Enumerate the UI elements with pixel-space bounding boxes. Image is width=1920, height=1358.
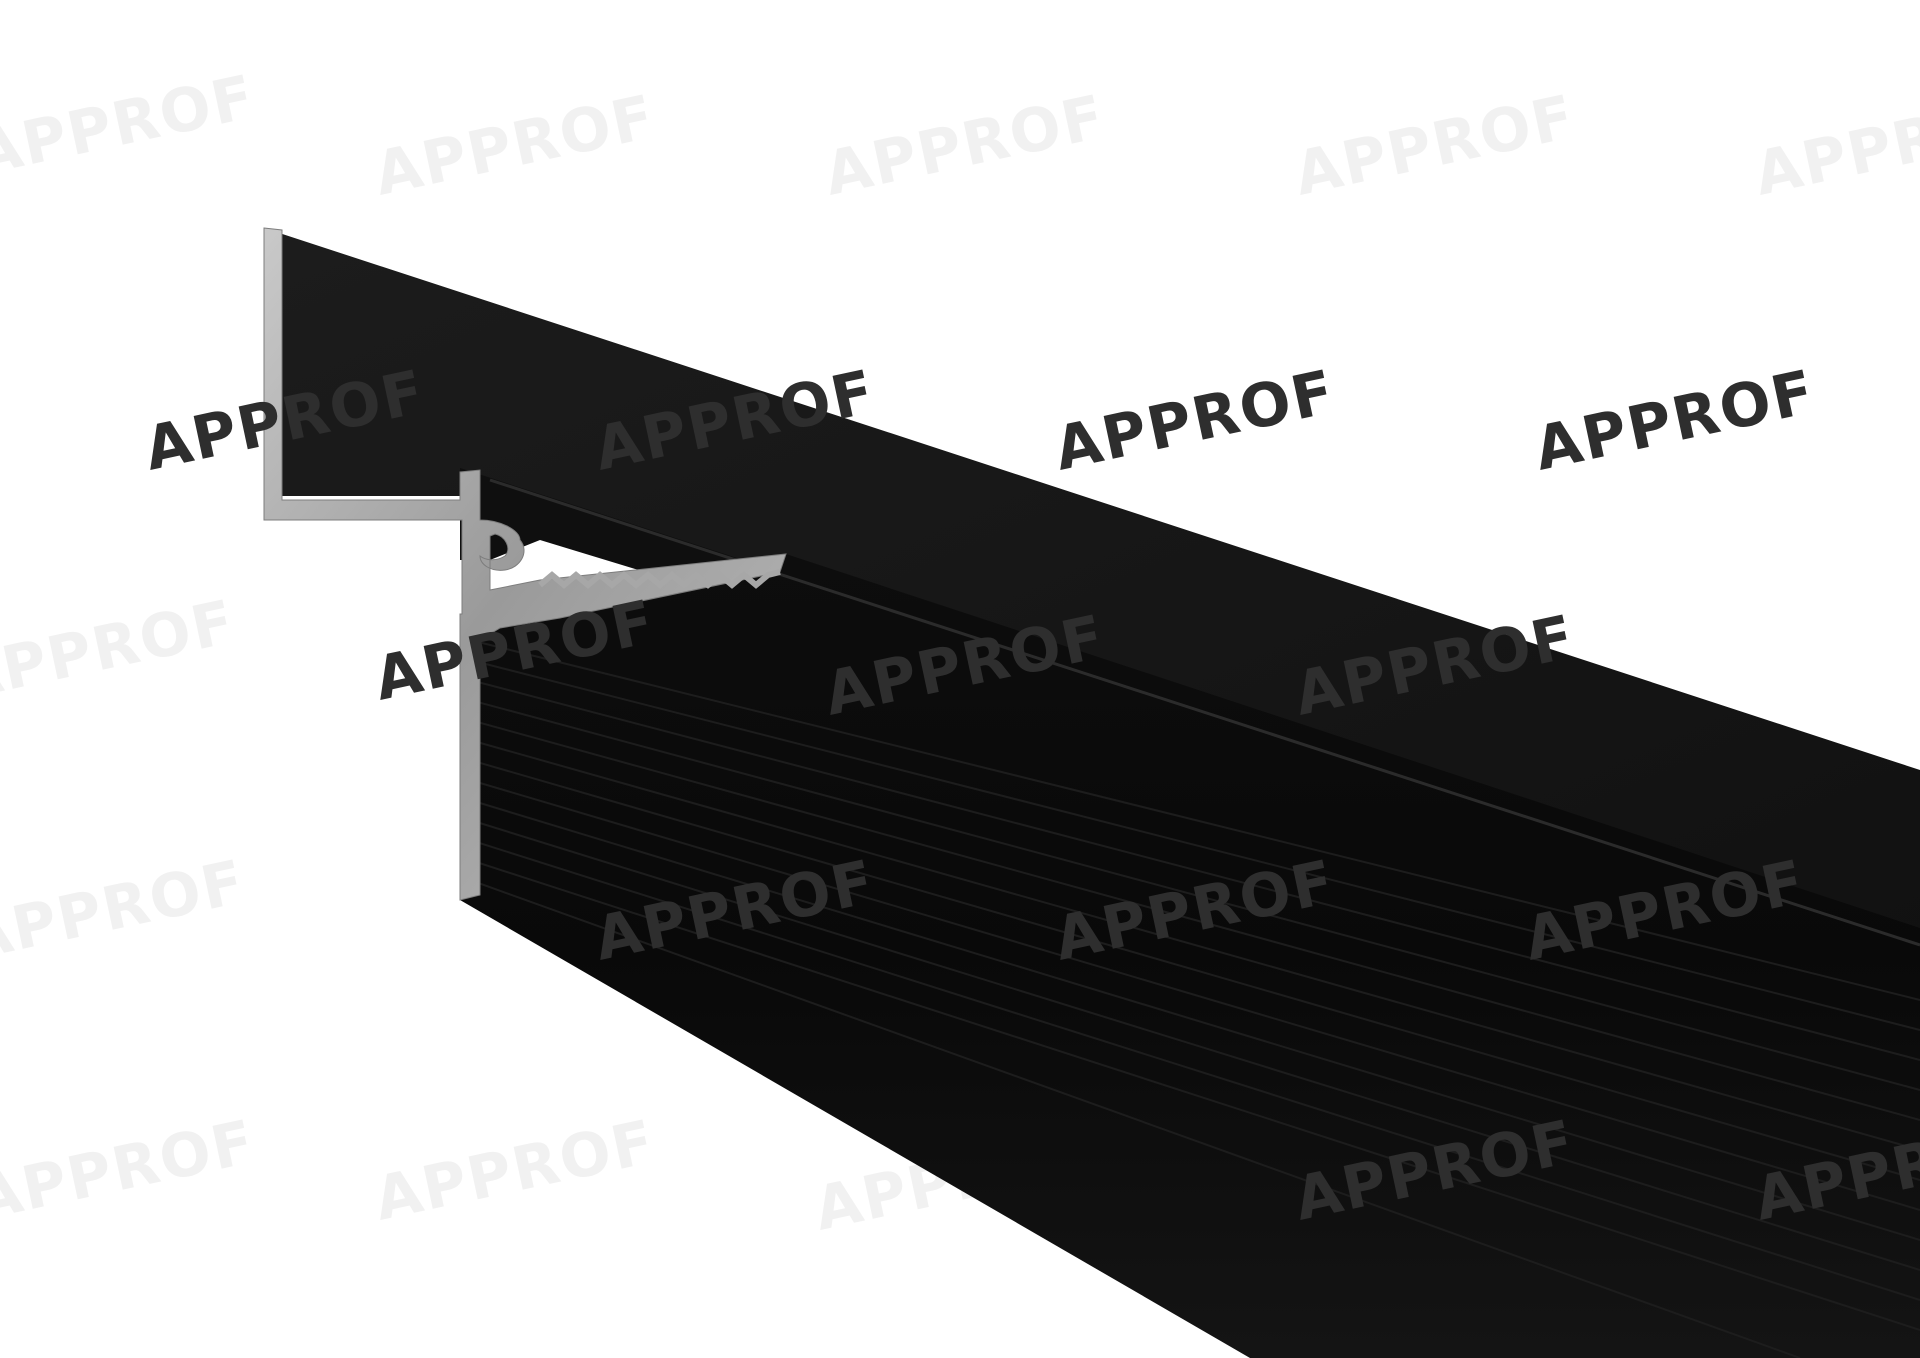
watermark-text: APPROF xyxy=(1749,82,1920,210)
watermark-text: APPROF xyxy=(0,1107,261,1235)
profile-serrated-edge xyxy=(538,569,781,589)
profile-edge-highlight xyxy=(489,478,1920,947)
profile-cross-section xyxy=(263,227,787,901)
watermark-text: APPROF xyxy=(1289,82,1582,210)
profile-top-surface xyxy=(264,228,1920,960)
watermark-text: APPROF xyxy=(0,847,251,975)
watermark-text: APPROF xyxy=(819,82,1112,210)
watermark-text: APPROF xyxy=(369,1107,662,1235)
watermark-text: APPROF xyxy=(369,82,662,210)
watermark-text: APPROF xyxy=(1529,357,1822,485)
watermark-text: APPROF xyxy=(0,62,261,190)
watermark-text: APPROF xyxy=(0,587,241,715)
watermark-text: APPROF xyxy=(1049,357,1342,485)
profile-rib-lines xyxy=(469,639,1920,1358)
